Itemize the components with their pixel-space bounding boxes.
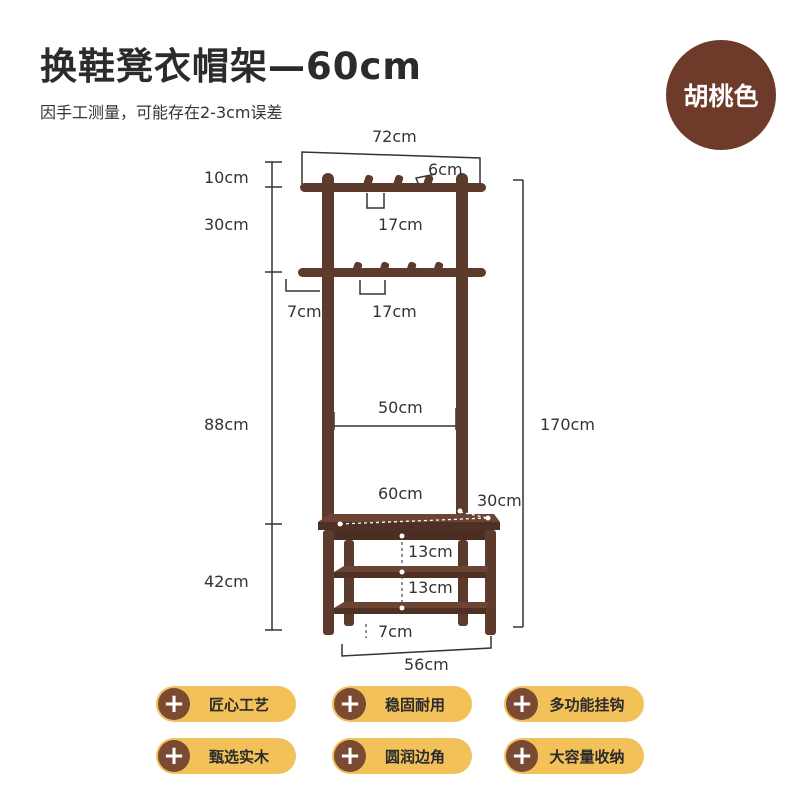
measurement-note: 因手工测量，可能存在2-3cm误差 xyxy=(40,103,283,122)
label-bench-height: 42cm xyxy=(204,572,249,591)
feature-pill: + 大容量收纳 xyxy=(504,738,644,774)
rack-frame xyxy=(298,173,500,635)
feature-label: 稳固耐用 xyxy=(384,695,445,714)
label-total-height: 170cm xyxy=(540,415,595,434)
feature-pill: + 匠心工艺 xyxy=(156,686,296,722)
feature-label: 匠心工艺 xyxy=(208,695,269,714)
label-top-gap: 10cm xyxy=(204,168,249,187)
guide-dots xyxy=(337,508,491,622)
plus-icon: + xyxy=(158,688,190,720)
label-shelf-gap-2: 13cm xyxy=(408,578,453,597)
color-badge: 胡桃色 xyxy=(666,40,776,150)
label-upper-span: 30cm xyxy=(204,215,249,234)
label-base-width: 56cm xyxy=(404,655,449,674)
plus-icon: + xyxy=(506,688,538,720)
feature-pill: + 多功能挂钩 xyxy=(504,686,644,722)
feature-label: 圆润边角 xyxy=(384,747,445,766)
label-upper-hook-gap: 17cm xyxy=(378,215,423,234)
feature-pill: + 稳固耐用 xyxy=(332,686,472,722)
label-lower-hook-gap: 17cm xyxy=(372,302,417,321)
plus-icon: + xyxy=(506,740,538,772)
page-title: 换鞋凳衣帽架—60cm xyxy=(40,45,422,88)
plus-icon: + xyxy=(334,740,366,772)
label-middle-height: 88cm xyxy=(204,415,249,434)
label-hook-spacing: 6cm xyxy=(428,160,463,179)
label-top-width: 72cm xyxy=(372,127,417,146)
shelf-gap-guides xyxy=(365,536,403,638)
label-side-hook: 7cm xyxy=(287,302,322,321)
label-foot-clearance: 7cm xyxy=(378,622,413,641)
feature-label: 大容量收纳 xyxy=(549,747,625,766)
label-seat-width: 60cm xyxy=(378,484,423,503)
plus-icon: + xyxy=(158,740,190,772)
plus-icon: + xyxy=(334,688,366,720)
feature-pill: + 甄选实木 xyxy=(156,738,296,774)
label-shelf-gap-1: 13cm xyxy=(408,542,453,561)
dashed-guides xyxy=(339,511,489,525)
feature-label: 甄选实木 xyxy=(208,747,269,766)
label-inner-width: 50cm xyxy=(378,398,423,417)
feature-label: 多功能挂钩 xyxy=(549,695,625,714)
label-seat-depth: 30cm xyxy=(477,491,522,510)
feature-pill: + 圆润边角 xyxy=(332,738,472,774)
